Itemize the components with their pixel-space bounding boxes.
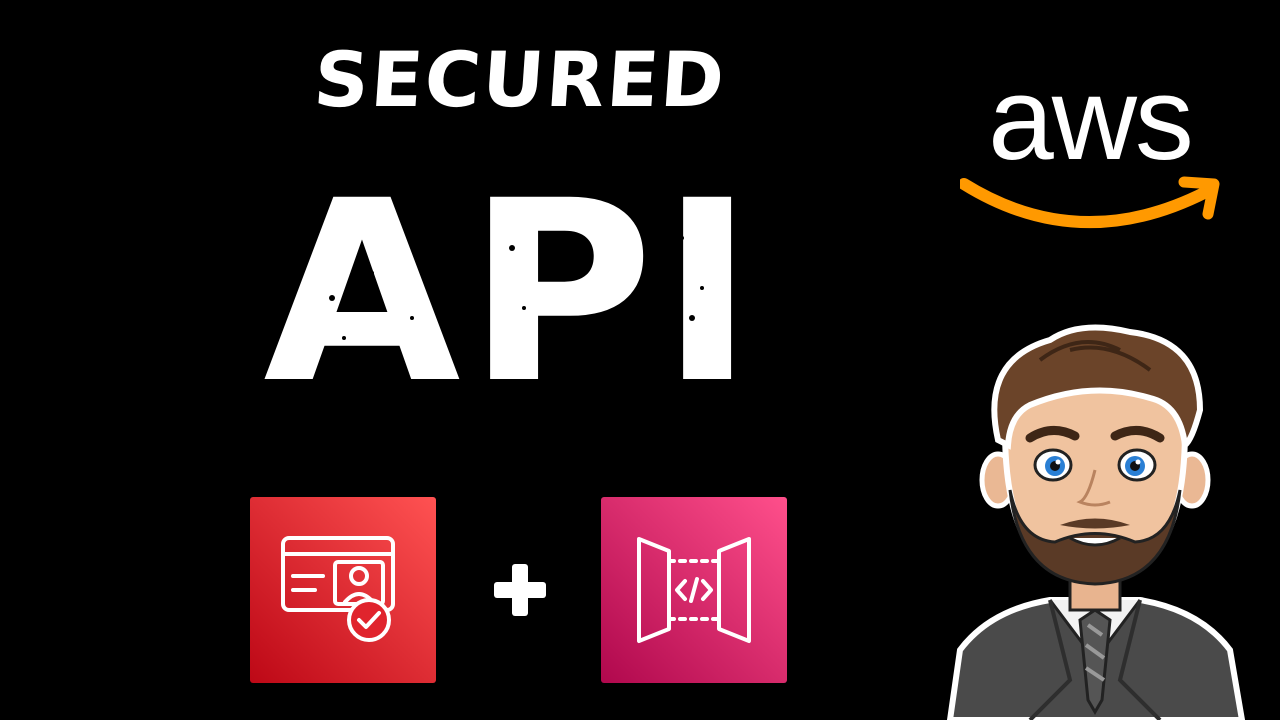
headline-api: API	[263, 147, 761, 438]
aws-smile-icon	[960, 176, 1220, 229]
cognito-service-tile	[250, 497, 436, 683]
aws-logo: aws	[960, 60, 1220, 240]
plus-icon	[494, 564, 546, 616]
api-gateway-icon	[637, 537, 751, 643]
id-card-check-icon	[281, 536, 395, 642]
api-gateway-service-tile	[601, 497, 787, 683]
presenter-avatar	[946, 324, 1246, 720]
headline-secured: SECURED	[311, 35, 729, 124]
aws-logo-text: aws	[988, 53, 1194, 185]
